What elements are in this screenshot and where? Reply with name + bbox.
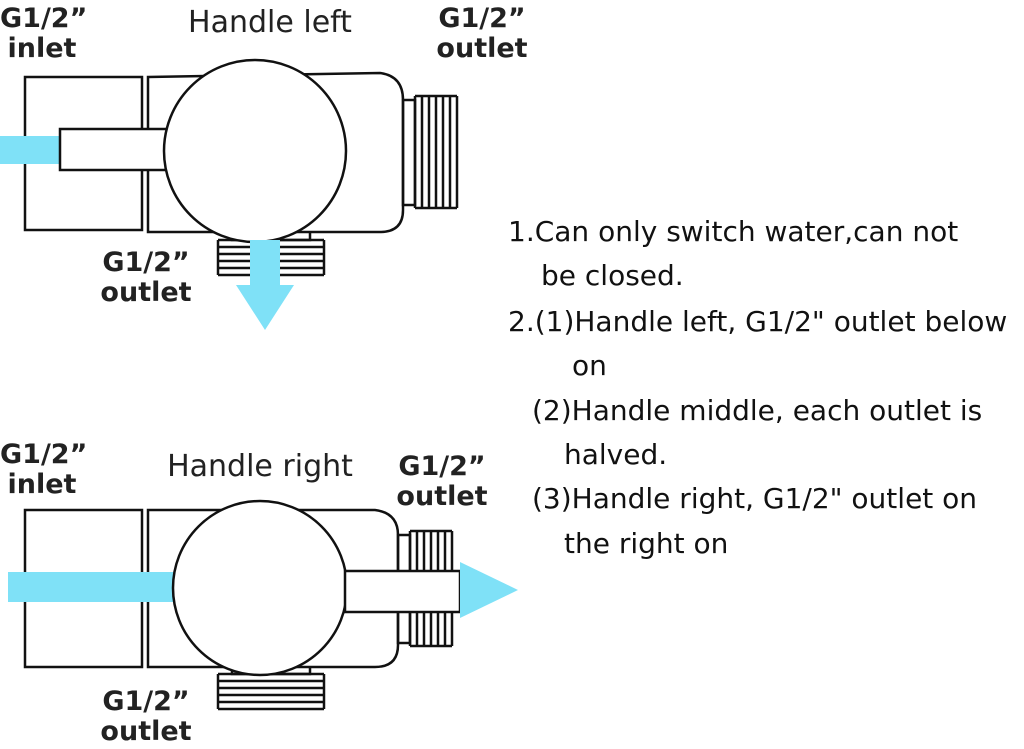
- top-bottom-outlet-label-line2: outlet: [100, 276, 192, 308]
- bottom-right-outlet-label-line2: outlet: [396, 480, 488, 512]
- top-inlet-label-line2: inlet: [7, 32, 77, 64]
- top-right-outlet-label-line2: outlet: [436, 32, 528, 64]
- bottom-inlet-label-line1: G1/2”: [0, 439, 88, 470]
- note-line-4: on: [572, 349, 607, 382]
- note-line-8: the right on: [564, 527, 729, 560]
- bottom-bottom-outlet-label-line1: G1/2”: [102, 686, 190, 717]
- bottom-right-outlet-label: G1/2” outlet: [392, 452, 492, 511]
- top-inlet-label: G1/2” inlet: [0, 3, 88, 64]
- bottom-right-outlet-label-line1: G1/2”: [398, 451, 486, 482]
- top-right-outlet-label-line1: G1/2”: [438, 3, 526, 34]
- note-line-1: 1.Can only switch water,can not: [508, 215, 959, 248]
- top-valve-body: [146, 71, 405, 234]
- bottom-flow-inlet: [8, 572, 178, 602]
- top-right-thread-ridges: [413, 94, 459, 210]
- note-line-5: (2)Handle middle, each outlet is: [532, 394, 983, 427]
- top-internal-channel: [58, 127, 177, 172]
- top-bottom-outlet-label-line1: G1/2”: [102, 247, 190, 278]
- note-line-3: 2.(1)Handle left, G1/2" outlet below: [508, 305, 1008, 338]
- top-title: Handle left: [188, 5, 352, 40]
- top-flow-down-arrow: [236, 240, 294, 330]
- note-line-2: be closed.: [541, 259, 684, 292]
- note-line-7: (3)Handle right, G1/2" outlet on: [532, 482, 978, 515]
- bottom-flow-right-arrow: [460, 562, 518, 618]
- top-right-outlet-label: G1/2” outlet: [432, 4, 532, 63]
- bottom-bottom-outlet-label: G1/2” outlet: [96, 687, 196, 746]
- bottom-title: Handle right: [167, 449, 353, 484]
- bottom-inlet-label: G1/2” inlet: [0, 439, 88, 500]
- bottom-inlet-label-line2: inlet: [7, 468, 77, 500]
- bottom-handle-knob: [171, 499, 349, 677]
- top-bottom-outlet-label: G1/2” outlet: [96, 248, 196, 307]
- note-line-6: halved.: [564, 438, 668, 471]
- top-inlet-label-line1: G1/2”: [0, 3, 88, 34]
- bottom-bottom-outlet-label-line2: outlet: [100, 715, 192, 747]
- top-flow-inlet: [0, 136, 60, 164]
- bottom-internal-channel: [343, 569, 462, 614]
- bottom-valve-body: [146, 508, 400, 669]
